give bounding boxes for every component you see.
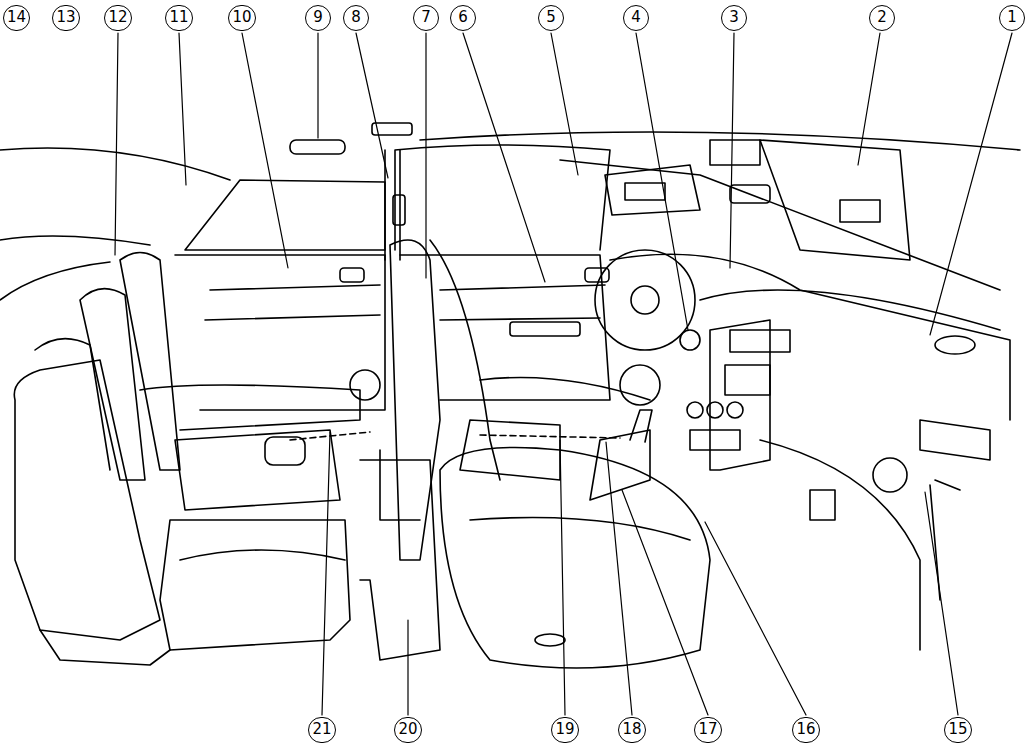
callout-number: 10	[228, 5, 255, 31]
visor-mirror	[840, 200, 880, 222]
callout-number: 9	[305, 5, 331, 31]
speaker-grille	[935, 336, 975, 354]
roof-line	[0, 262, 110, 300]
passenger-seatback-edge	[430, 240, 500, 480]
callout-number: 13	[52, 5, 79, 31]
roof-line	[0, 236, 150, 245]
seat-lever	[535, 634, 565, 646]
side-vent	[920, 420, 990, 460]
hidden-compartment	[480, 435, 620, 438]
rear-seat-top	[140, 385, 360, 430]
rear-seat-cushion	[160, 520, 350, 650]
grab-handle	[290, 140, 345, 154]
cup-holder	[265, 437, 305, 465]
window-switch	[510, 322, 580, 336]
knob	[687, 402, 703, 418]
callout-number: 20	[394, 717, 421, 743]
armrest	[460, 420, 560, 480]
seatbelt-anchor	[393, 195, 405, 225]
callout-number: 3	[721, 5, 747, 31]
switch-panel	[690, 430, 740, 450]
callout-number: 15	[944, 717, 971, 743]
speaker	[620, 365, 660, 405]
callout-number: 1	[999, 5, 1025, 31]
rear-view-mirror	[730, 185, 770, 203]
callout-number: 19	[551, 717, 578, 743]
door-trim	[205, 285, 380, 320]
windshield-bottom	[560, 160, 1000, 290]
glove-box	[760, 440, 920, 650]
air-vent	[730, 330, 790, 352]
callout-number: 2	[869, 5, 895, 31]
overhead-console	[710, 140, 760, 165]
ignition	[680, 330, 700, 350]
seat-stitch	[180, 550, 345, 560]
callout-number: 8	[343, 5, 369, 31]
seat-base	[40, 630, 170, 665]
front-window	[395, 145, 610, 250]
seat-stitch	[470, 518, 690, 541]
dashboard	[610, 254, 1010, 420]
glove-box-latch	[810, 490, 835, 520]
steering-hub	[631, 286, 659, 314]
callout-number: 7	[413, 5, 439, 31]
sun-visor	[605, 165, 700, 215]
rear-headrest	[80, 289, 145, 480]
rear-headrest	[35, 339, 110, 470]
callout-number: 16	[792, 717, 819, 743]
shift-lever	[630, 410, 652, 442]
roof-line	[0, 148, 230, 180]
rear-armrest	[175, 430, 340, 510]
door-handle	[340, 268, 364, 282]
callout-number: 6	[450, 5, 476, 31]
callout-number: 18	[618, 717, 645, 743]
knob	[727, 402, 743, 418]
floor	[380, 450, 420, 520]
dash-side	[930, 480, 960, 600]
leader-lines	[115, 33, 1012, 715]
audio-unit	[725, 365, 770, 395]
callout-number: 12	[104, 5, 131, 31]
visor-mirror	[625, 183, 665, 200]
knob	[707, 402, 723, 418]
callout-number: 17	[694, 717, 721, 743]
callout-number: 4	[623, 5, 649, 31]
callout-number: 21	[308, 717, 335, 743]
passenger-seat-cushion	[440, 448, 710, 669]
shifter-console	[590, 430, 650, 500]
rear-window	[185, 180, 385, 250]
sun-visor	[760, 140, 910, 260]
callout-number: 14	[3, 5, 30, 31]
floor	[360, 460, 440, 660]
speaker	[350, 370, 380, 400]
side-vent-round	[873, 458, 907, 492]
callout-number: 5	[538, 5, 564, 31]
windshield-top	[420, 132, 1020, 150]
rear-seatback	[14, 360, 160, 640]
steering-wheel	[595, 250, 695, 350]
rear-headrest	[120, 253, 180, 471]
callout-number: 11	[165, 5, 192, 31]
driver-seat-cushion	[480, 378, 650, 401]
